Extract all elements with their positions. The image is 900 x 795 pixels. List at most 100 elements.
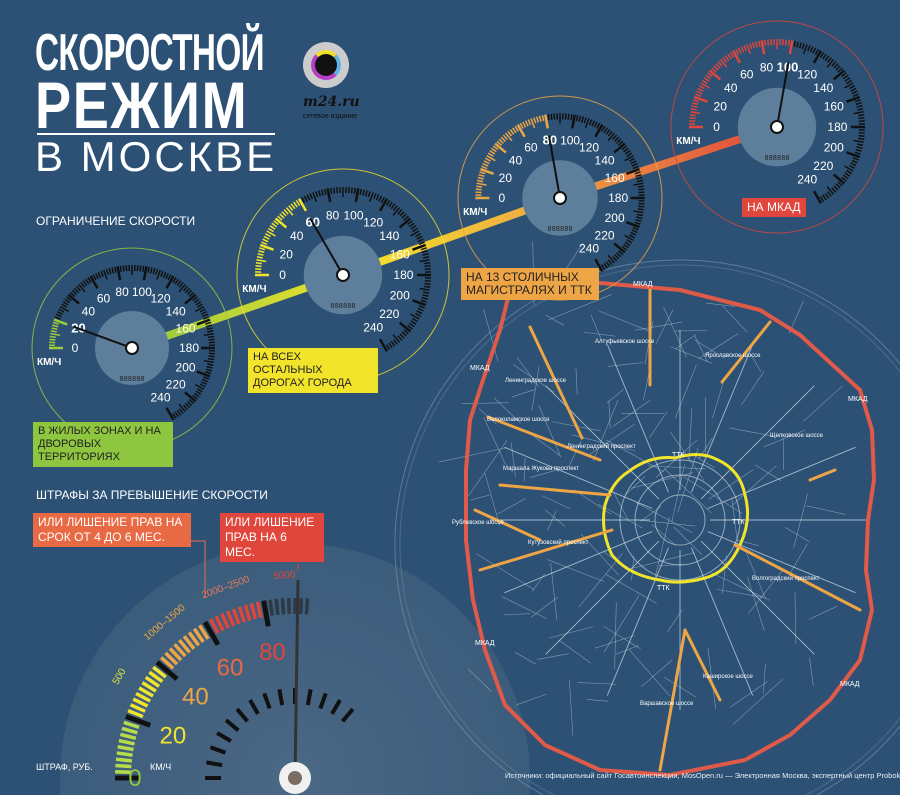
gauge-tick — [94, 273, 99, 280]
gauge-tick — [854, 151, 861, 155]
gauge-tick — [375, 194, 380, 201]
gauge-tick — [636, 213, 643, 217]
gauge-tick — [812, 50, 823, 64]
gauge-tick — [481, 165, 488, 170]
gauge-tick — [837, 181, 843, 187]
gauge-tick — [261, 241, 268, 245]
gauge-tick — [514, 125, 519, 132]
gauge-unit: КМ/Ч — [463, 207, 487, 218]
map-streets — [438, 241, 870, 736]
gauge-tick — [424, 282, 431, 285]
gauge-tick — [731, 50, 742, 64]
street — [809, 657, 814, 686]
fine-tick — [115, 763, 132, 769]
street — [691, 547, 754, 696]
gauge-tick — [852, 157, 859, 161]
gauge-tick — [330, 187, 333, 194]
gauge-tick — [182, 404, 189, 411]
map-label: Ленинградский проспект — [567, 443, 636, 450]
gauge-tick — [633, 182, 644, 186]
gauge-scale-label: 40 — [724, 81, 738, 95]
gauge-tick — [722, 57, 728, 63]
gauge-tick — [410, 313, 420, 320]
gauge-scale-label: 120 — [797, 68, 817, 82]
gauge-tick — [258, 250, 265, 254]
gauge-tick — [259, 247, 266, 251]
street — [608, 400, 611, 429]
gauge-tick — [423, 255, 430, 259]
map-label: Маршала Жукова проспект — [503, 466, 579, 472]
gauge-scale-label: 200 — [605, 211, 625, 225]
gauge-tick — [318, 190, 322, 197]
fine-tick — [138, 686, 154, 698]
gauge-hub — [336, 268, 350, 282]
street — [694, 336, 708, 362]
gauge-tick — [420, 299, 427, 303]
fine-inner-tick — [224, 718, 240, 732]
street — [583, 331, 616, 337]
gauge-tick — [851, 90, 858, 95]
gauge-tick — [729, 51, 735, 58]
gauge-tick — [605, 261, 611, 267]
gauge-tick — [625, 167, 640, 176]
street — [629, 649, 671, 697]
gauge-tick — [424, 262, 431, 265]
gauge-tick — [54, 316, 61, 320]
gauge-tick — [353, 187, 356, 194]
gauge-tick — [152, 268, 156, 275]
gauge-tick — [424, 285, 431, 288]
street — [641, 659, 673, 688]
gauge-tick — [274, 217, 288, 229]
gauge-tick — [399, 333, 405, 339]
fine-tick — [187, 631, 201, 647]
gauge-tick — [195, 390, 202, 396]
gauge-tick — [638, 188, 645, 191]
fine-note-suspension-4-6: ИЛИ ЛИШЕНИЕ ПРАВ НА СРОК ОТ 4 ДО 6 МЕС. — [33, 513, 191, 547]
map-label: МКАД — [470, 365, 490, 372]
street — [589, 423, 635, 455]
gauge-tick — [822, 53, 827, 60]
gauge-tick — [841, 176, 847, 182]
street — [730, 681, 768, 708]
gauge-tick — [835, 183, 841, 189]
gauge-tick — [419, 287, 430, 292]
gauge-scale-label: 40 — [82, 304, 96, 318]
gauge-tick — [632, 165, 639, 170]
gauge-tick — [822, 194, 827, 201]
gauge-scale-label: 240 — [797, 172, 817, 186]
gauge-tick — [626, 239, 633, 244]
street — [788, 543, 808, 576]
gauge-tick — [399, 211, 405, 217]
gauge-tick — [50, 332, 61, 337]
street — [470, 494, 491, 501]
gauge-scale-label: 140 — [813, 81, 833, 95]
gauge-tick — [176, 409, 182, 416]
gauge-tick — [858, 137, 865, 140]
street — [698, 333, 739, 359]
gauge-tick — [749, 43, 753, 50]
gauge-tick — [408, 222, 415, 228]
gauge-tick — [194, 383, 205, 391]
fine-tick — [160, 656, 175, 670]
zone-label-highways: НА 13 СТОЛИЧНЫХ МАГИСТРАЛЯХ И ТТК — [461, 268, 599, 300]
gauge-tick — [174, 411, 180, 418]
title-divider — [37, 133, 275, 135]
gauge-tick — [196, 388, 203, 393]
gauge-tick — [636, 179, 643, 183]
street — [501, 596, 547, 619]
fine-inner-tick — [318, 692, 328, 710]
gauge-tick — [603, 262, 608, 269]
street — [670, 346, 712, 364]
street — [523, 458, 526, 482]
street — [511, 389, 535, 398]
fine-tick — [237, 606, 246, 623]
gauge-tick — [320, 189, 324, 196]
gauge-tick — [269, 225, 276, 230]
gauge-tick — [200, 310, 207, 315]
street — [748, 568, 785, 614]
gauge-tick — [603, 127, 608, 134]
gauge-tick — [160, 270, 164, 277]
gauge-tick — [824, 192, 830, 199]
map-label: Каширское шоссе — [703, 674, 754, 680]
gauge-tick — [147, 266, 150, 273]
